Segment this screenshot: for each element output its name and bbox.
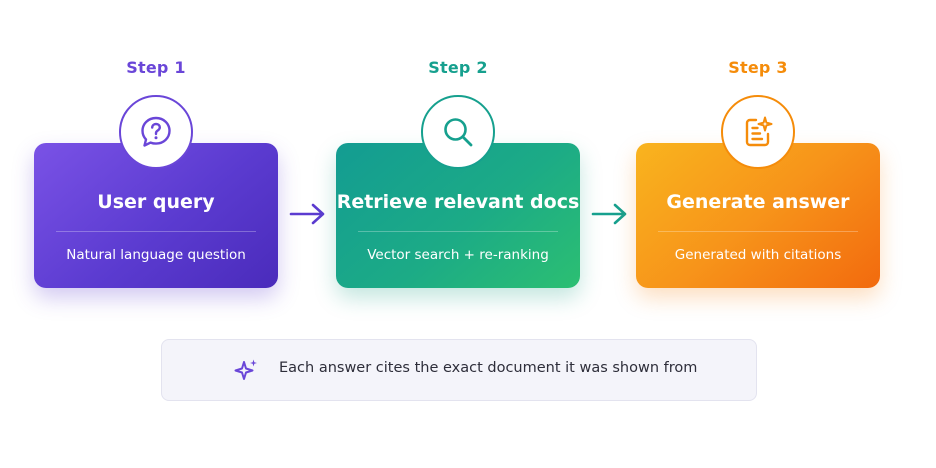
step-3-label: Step 3 [728,58,788,77]
step-2-title: Retrieve relevant docs [336,191,580,213]
step-2: Step 2 Retrieve relevant docs Vector sea… [336,0,580,468]
step-2-card: Retrieve relevant docs Vector search + r… [336,143,580,288]
citation-note-text: Each answer cites the exact document it … [279,360,698,376]
arrow-right-icon [591,203,627,225]
step-2-label: Step 2 [428,58,488,77]
step-1-card: User query Natural language question [34,143,278,288]
step-2-divider [358,231,558,232]
step-3-subtitle: Generated with citations [674,247,842,263]
arrow-right-icon [289,203,325,225]
step-3-card: Generate answer Generated with citations [636,143,880,288]
step-3: Step 3 Generate answer Generated with ci… [636,0,880,468]
step-1-title: User query [97,191,215,213]
document-sparkle-icon [745,116,773,147]
step-1-label: Step 1 [126,58,186,77]
step-2-subtitle: Vector search + re-ranking [367,247,549,263]
step-1-icon-circle [119,95,193,169]
step-1: Step 1 User query Natural language quest… [34,0,278,468]
step-2-icon-circle [421,95,495,169]
sparkle-icon [234,359,257,380]
search-icon [444,118,473,147]
step-1-divider [56,231,256,232]
step-3-divider [658,231,858,232]
question-bubble-icon [141,116,171,147]
step-1-subtitle: Natural language question [66,247,246,263]
step-3-title: Generate answer [666,191,850,213]
step-3-icon-circle [721,95,795,169]
citation-note: Each answer cites the exact document it … [161,339,757,401]
